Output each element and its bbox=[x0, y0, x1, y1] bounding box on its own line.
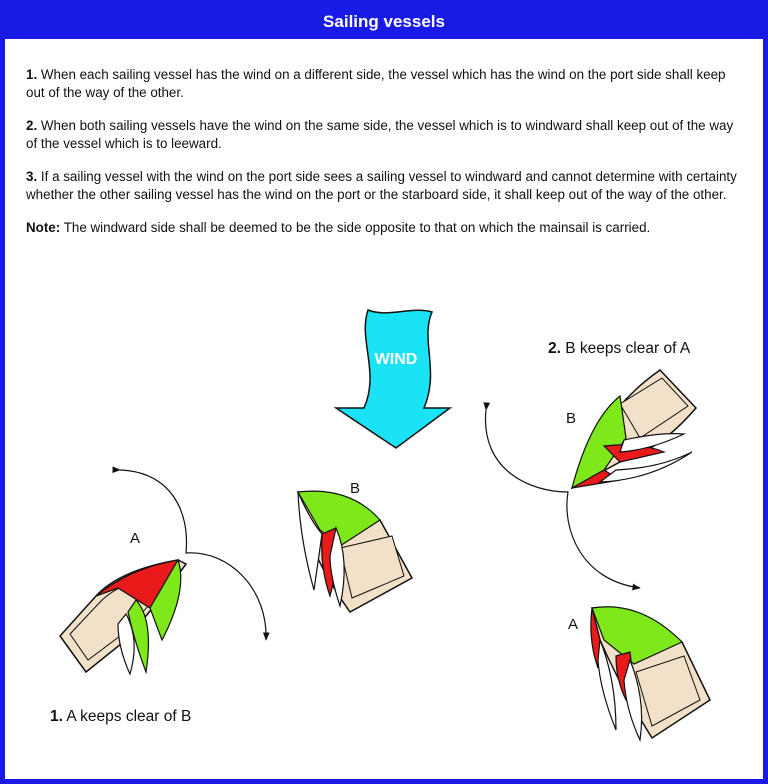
wind-label: WIND bbox=[375, 351, 418, 368]
boat-b-scenario-2 bbox=[483, 369, 698, 591]
mainsail-green bbox=[297, 490, 381, 547]
rule-text: When both sailing vessels have the wind … bbox=[26, 118, 734, 151]
rule-2: 2. When both sailing vessels have the wi… bbox=[26, 117, 742, 152]
caption-scenario-2: 2. B keeps clear of A bbox=[548, 340, 690, 358]
mainsail-green bbox=[591, 606, 684, 665]
caption-text: B keeps clear of A bbox=[565, 340, 691, 357]
jib-green bbox=[149, 558, 182, 642]
boat-a-scenario-2 bbox=[590, 606, 711, 743]
boat-label-b: B bbox=[350, 480, 361, 497]
sail-red bbox=[590, 607, 601, 669]
caption-scenario-1: 1. A keeps clear of B bbox=[50, 708, 191, 726]
rule-1: 1. When each sailing vessel has the wind… bbox=[26, 66, 742, 101]
caption-number: 1. bbox=[50, 708, 63, 725]
rule-number: 3. bbox=[26, 169, 38, 184]
sailing-diagram: WIND bbox=[59, 309, 711, 743]
rule-text: When each sailing vessel has the wind on… bbox=[26, 67, 726, 100]
caption-text: A keeps clear of B bbox=[66, 708, 192, 725]
rules-text: 1. When each sailing vessel has the wind… bbox=[26, 66, 742, 253]
course-arrows bbox=[483, 402, 641, 591]
boat-label-b: B bbox=[566, 410, 577, 427]
note-label: Note: bbox=[26, 220, 61, 235]
boat-a-scenario-1 bbox=[59, 466, 270, 676]
rule-text: If a sailing vessel with the wind on the… bbox=[26, 169, 737, 202]
course-arrows bbox=[112, 466, 270, 641]
caption-number: 2. bbox=[548, 340, 561, 357]
note-text: The windward side shall be deemed to be … bbox=[63, 220, 651, 235]
mainsail-green bbox=[571, 394, 627, 490]
rule-number: 1. bbox=[26, 67, 38, 82]
wind-arrow bbox=[333, 309, 453, 449]
note: Note: The windward side shall be deemed … bbox=[26, 219, 742, 237]
boat-b-scenario-1 bbox=[296, 490, 414, 613]
rule-3: 3. If a sailing vessel with the wind on … bbox=[26, 168, 742, 203]
boat-label-a: A bbox=[130, 530, 141, 547]
boat-label-a: A bbox=[568, 616, 579, 633]
rule-number: 2. bbox=[26, 118, 38, 133]
page-title: Sailing vessels bbox=[5, 5, 763, 39]
